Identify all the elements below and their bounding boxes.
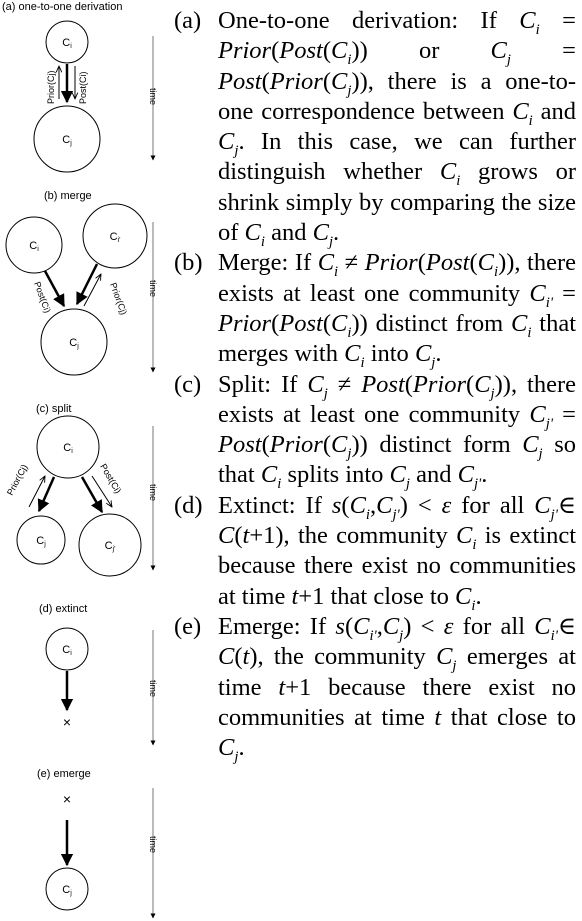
item-extinct: (d) Extinct: If s(Ci,Cj') < ε for all Cj… xyxy=(174,491,576,614)
panel-e: (e) emerge × Cj time xyxy=(37,768,158,919)
arrow-merge-left xyxy=(43,270,66,308)
item-one-to-one: (a) One-to-one derivation: If Ci = Prior… xyxy=(174,6,576,250)
node-ci xyxy=(5,216,63,274)
panel-e-caption: (e) emerge xyxy=(37,768,91,780)
node-cj-label: Cj xyxy=(62,134,72,147)
node-ci xyxy=(45,20,89,64)
prior-label: Prior(Cj) xyxy=(46,71,56,105)
node-ci-label: Ci xyxy=(62,37,72,50)
item-marker: (b) xyxy=(174,249,203,277)
panel-b-caption: (b) merge xyxy=(44,190,92,202)
node-cj-label: Cj xyxy=(36,535,46,548)
panel-c-caption: (c) split xyxy=(36,403,71,415)
extinct-mark: × xyxy=(63,714,71,730)
time-label: time xyxy=(148,280,158,297)
arrow-post xyxy=(91,475,112,507)
post-label: Post(Ci) xyxy=(78,71,88,104)
item-split: (c) Split: If Cj ≠ Post(Prior(Cj)), ther… xyxy=(174,370,576,493)
panel-d: (d) extinct Ci × time xyxy=(39,603,158,746)
item-text: One-to-one derivation: If Ci = Prior(Pos… xyxy=(218,7,576,250)
node-ci xyxy=(45,627,89,671)
panel-d-caption: (d) extinct xyxy=(39,603,87,615)
node-ci-prime xyxy=(82,203,148,269)
node-ci-label: Ci xyxy=(62,644,72,657)
panel-a: (a) one-to-one derivation Ci Prior(Cj) P… xyxy=(2,1,158,173)
prior-label: Prior(Cj) xyxy=(108,281,129,316)
item-merge: (b) Merge: If Ci ≠ Prior(Post(Ci)), ther… xyxy=(174,248,576,372)
item-text: Emerge: If s(Ci',Cj) < ε for all Ci'∈ C(… xyxy=(218,612,576,766)
arrow-split-right xyxy=(80,476,104,514)
item-marker: (c) xyxy=(174,370,202,398)
node-ci xyxy=(36,415,100,479)
arrow-prior xyxy=(28,476,45,508)
time-label: time xyxy=(148,836,158,853)
node-cj-label: Cj xyxy=(62,884,72,897)
node-ci-label: Ci xyxy=(63,442,73,455)
node-cj-label: Cj xyxy=(69,337,79,350)
time-label: time xyxy=(148,484,158,501)
node-cj-prime xyxy=(78,513,142,577)
node-ci-prime-label: Ci' xyxy=(110,231,121,244)
prior-label: Prior(Cj) xyxy=(5,463,30,497)
arrow-prior xyxy=(83,274,101,307)
node-cj xyxy=(33,105,101,173)
definition-list: (a) One-to-one derivation: If Ci = Prior… xyxy=(174,6,576,766)
post-label: Post(Ci) xyxy=(32,280,53,314)
item-marker: (a) xyxy=(174,7,202,34)
item-text: Split: If Cj ≠ Post(Prior(Cj)), there ex… xyxy=(218,370,576,493)
node-cj xyxy=(16,515,66,565)
item-text: Merge: If Ci ≠ Prior(Post(Ci)), there ex… xyxy=(218,249,576,372)
node-cj-prime-label: Cj' xyxy=(105,540,116,553)
panel-c: (c) split Ci Prior(Cj) Post(Ci) Cj Cj' t… xyxy=(5,403,158,577)
node-cj xyxy=(45,867,89,911)
node-cj xyxy=(40,308,108,376)
item-marker: (d) xyxy=(174,491,203,519)
item-marker: (e) xyxy=(174,612,202,640)
item-emerge: (e) Emerge: If s(Ci',Cj) < ε for all Ci'… xyxy=(174,612,576,766)
time-label: time xyxy=(148,680,158,697)
post-label: Post(Ci) xyxy=(98,462,123,495)
node-ci-label: Ci xyxy=(29,240,39,253)
arrow-split-left xyxy=(37,476,56,513)
item-text: Extinct: If s(Ci,Cj') < ε for all Cj'∈ C… xyxy=(218,491,576,614)
panel-a-caption: (a) one-to-one derivation xyxy=(2,1,122,13)
panel-b: (b) merge Ci Ci' Post(Ci) Prior(Cj) Cj t… xyxy=(5,190,158,376)
emerge-mark: × xyxy=(63,791,71,807)
figure-panels: (a) one-to-one derivation Ci Prior(Cj) P… xyxy=(2,1,158,919)
arrow-merge-right xyxy=(75,263,99,306)
time-label: time xyxy=(148,88,158,105)
